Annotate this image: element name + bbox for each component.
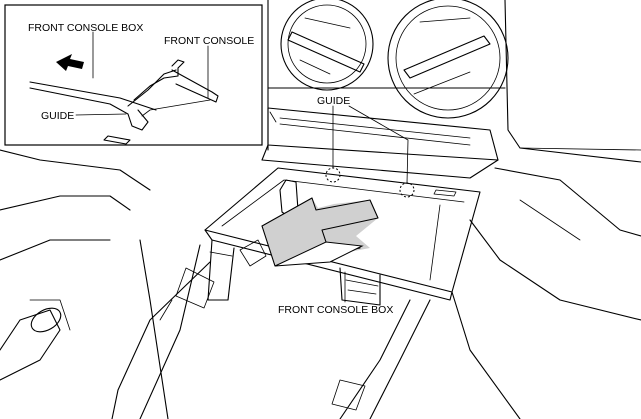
inset-detail: FRONT CONSOLE BOX FRONT CONSOLE GUIDE [4, 4, 263, 146]
removal-direction-arrow-icon [261, 197, 379, 267]
inset-frame [4, 4, 263, 146]
left-arrow-icon [56, 54, 84, 71]
guide-leader-right [348, 105, 409, 184]
front-console-box [204, 167, 481, 306]
inset-front-console-label: FRONT CONSOLE [164, 35, 254, 47]
right-air-vent [387, 0, 509, 119]
inset-console-box-label: FRONT CONSOLE BOX [28, 22, 143, 34]
console-trim-slot [261, 107, 499, 197]
inset-guide-label: GUIDE [41, 110, 74, 122]
main-guide-label: GUIDE [317, 95, 350, 107]
inset-guide-leader [75, 113, 127, 116]
main-console-box-label: FRONT CONSOLE BOX [278, 304, 393, 316]
left-air-vent [280, 0, 374, 91]
center-console-body [0, 149, 641, 419]
